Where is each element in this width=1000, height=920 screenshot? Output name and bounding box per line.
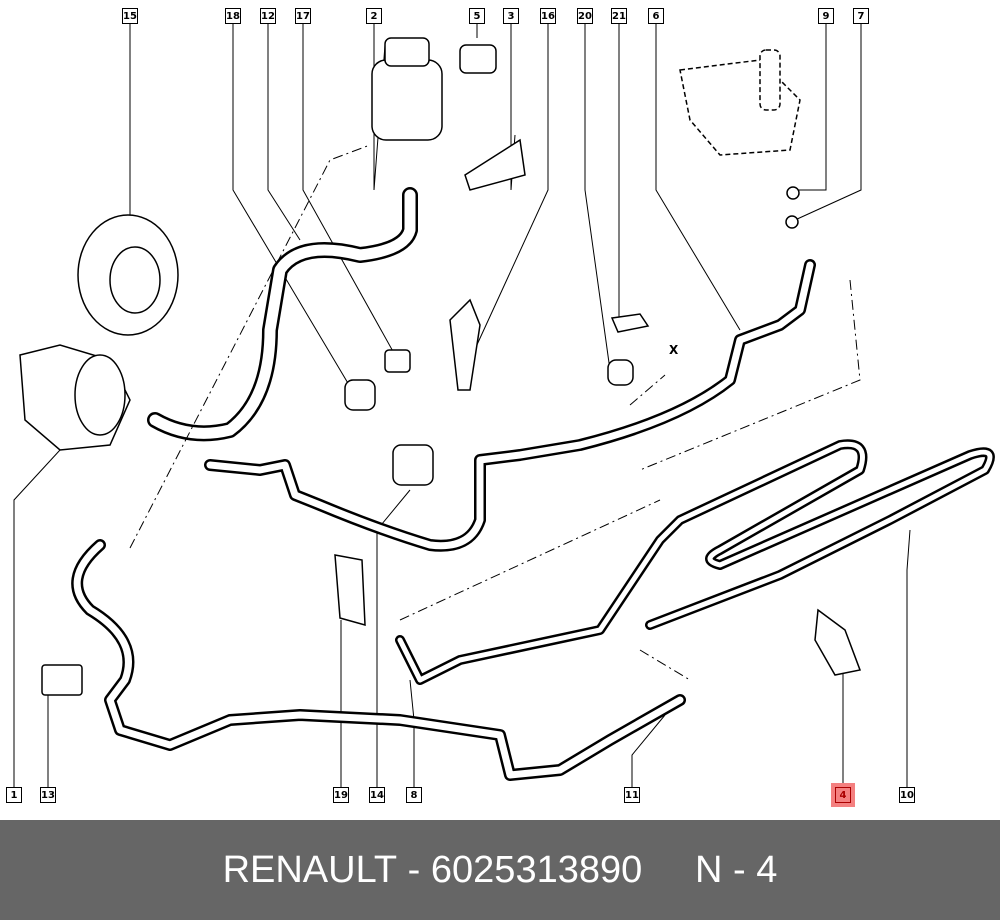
leader-line-1 (13, 449, 61, 787)
seal-7 (785, 215, 799, 229)
leader-line-6 (655, 24, 741, 331)
leader-line-7 (794, 24, 862, 221)
assembly-lines (129, 144, 861, 681)
leader-line-8 (409, 679, 415, 787)
clip-4 (814, 608, 862, 676)
leader-line-16 (469, 24, 549, 361)
reservoir-cap (384, 37, 430, 67)
callout-15[interactable]: 15 (122, 8, 138, 24)
callout-16[interactable]: 16 (540, 8, 556, 24)
cap (459, 44, 497, 74)
callout-9[interactable]: 9 (818, 8, 834, 24)
leader-line-9 (795, 24, 827, 191)
spacer (642, 849, 695, 892)
leader-line-17 (302, 24, 396, 356)
position-label: N - 4 (695, 848, 778, 891)
callout-12[interactable]: 12 (260, 8, 276, 24)
leader-line-18 (232, 24, 356, 396)
callout-19[interactable]: 19 (333, 787, 349, 803)
brand-name: RENAULT (222, 848, 398, 891)
callout-14[interactable]: 14 (369, 787, 385, 803)
clip-20 (607, 359, 634, 386)
callout-11[interactable]: 11 (624, 787, 640, 803)
bracket (464, 138, 526, 191)
steering-valve (679, 59, 801, 156)
leader-line-20 (584, 24, 611, 371)
callout-3[interactable]: 3 (503, 8, 519, 24)
components (19, 37, 862, 696)
separator: - (397, 848, 431, 891)
power-steering-parts-diagram (13, 24, 995, 787)
hoses (71, 187, 995, 781)
clip-21 (610, 313, 650, 333)
callout-10[interactable]: 10 (899, 787, 915, 803)
callout-13[interactable]: 13 (40, 787, 56, 803)
leader-line-12 (267, 24, 301, 241)
callout-8[interactable]: 8 (406, 787, 422, 803)
section-marker-x: X (669, 343, 679, 357)
reservoir (371, 59, 443, 141)
callout-4[interactable]: 4 (831, 783, 855, 807)
clip-19 (334, 554, 366, 627)
footer-bar: RENAULT - 6025313890 N - 4 (0, 820, 1000, 920)
callout-21[interactable]: 21 (611, 8, 627, 24)
union-17 (384, 349, 411, 373)
callout-5[interactable]: 5 (469, 8, 485, 24)
callout-6[interactable]: 6 (648, 8, 664, 24)
leader-line-10 (906, 529, 911, 787)
callout-7[interactable]: 7 (853, 8, 869, 24)
bracket-16 (449, 298, 481, 391)
callout-20[interactable]: 20 (577, 8, 593, 24)
callout-17[interactable]: 17 (295, 8, 311, 24)
seal-9 (786, 186, 800, 200)
callout-2[interactable]: 2 (366, 8, 382, 24)
clip-18 (344, 379, 376, 411)
leader-line-11 (631, 714, 666, 787)
callout-18[interactable]: 18 (225, 8, 241, 24)
clip-13 (41, 664, 83, 696)
callout-1[interactable]: 1 (6, 787, 22, 803)
clip-14 (392, 444, 434, 486)
part-number: 6025313890 (430, 848, 643, 891)
